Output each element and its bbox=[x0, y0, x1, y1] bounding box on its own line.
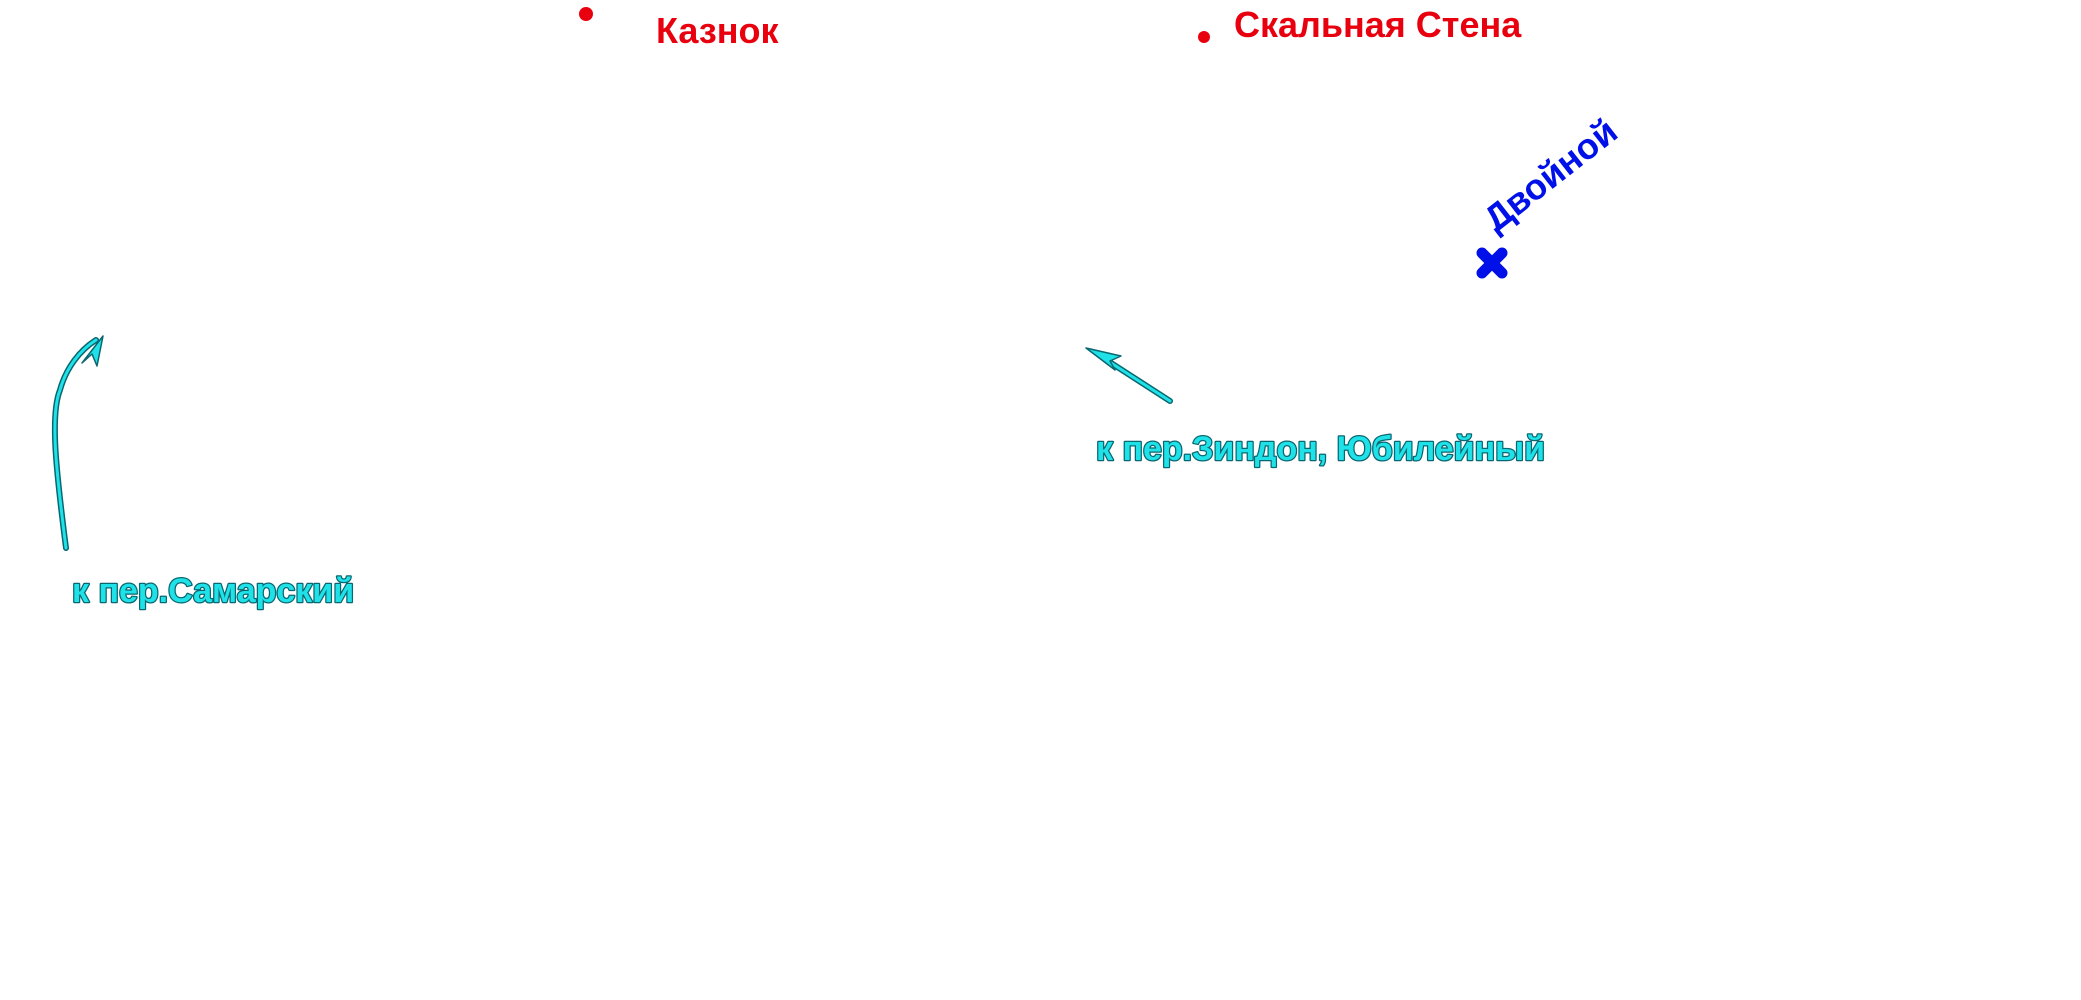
peak-dot-icon bbox=[1198, 31, 1210, 43]
pass-cross-icon bbox=[1476, 247, 1508, 279]
direction-label: к пер.Самарский bbox=[72, 572, 354, 610]
arrow-icon bbox=[1085, 347, 1173, 404]
peak-dot-icon bbox=[579, 7, 593, 21]
peak-label: Казнок bbox=[656, 10, 780, 51]
pass-label: Двойной bbox=[1476, 110, 1625, 239]
arrow-icon bbox=[51, 335, 104, 551]
direction-zindon: к пер.Зиндон, Юбилейный bbox=[1085, 347, 1546, 469]
peak-label: Скальная Стена bbox=[1234, 4, 1522, 45]
pass-dvoynoy: Двойной bbox=[1476, 110, 1625, 279]
peak-kaznok: Казнок bbox=[579, 7, 780, 51]
direction-samarsky: к пер.Самарский bbox=[51, 335, 355, 611]
peak-skalnaya-stena: Скальная Стена bbox=[1198, 4, 1522, 45]
direction-label: к пер.Зиндон, Юбилейный bbox=[1096, 430, 1545, 468]
